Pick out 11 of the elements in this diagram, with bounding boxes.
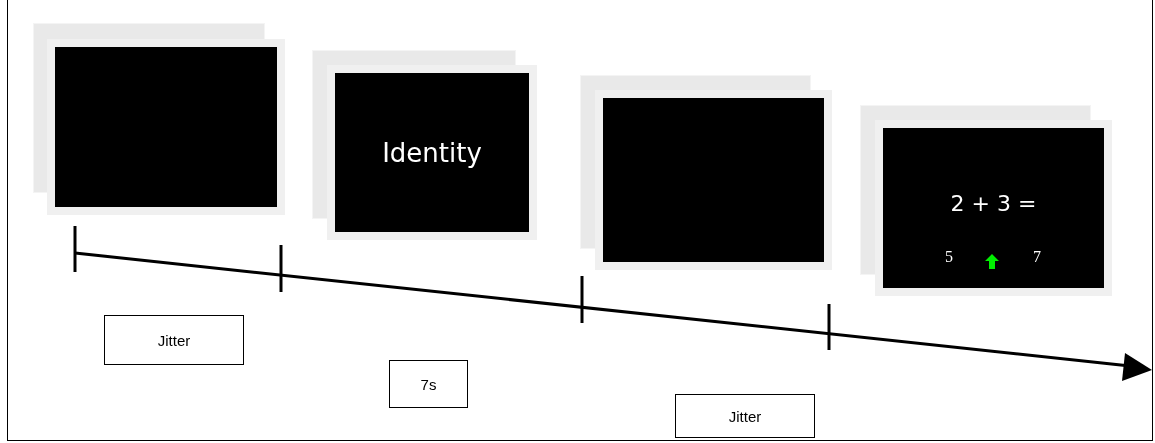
answer-option: 7 <box>1033 248 1041 266</box>
answer-option: 5 <box>945 248 953 266</box>
screen-panel <box>327 65 537 240</box>
screen-panel <box>47 39 285 215</box>
duration-label: Jitter <box>104 315 244 365</box>
duration-label: 7s <box>389 360 468 408</box>
duration-label: Jitter <box>675 394 815 438</box>
screen-panel <box>595 90 832 270</box>
screen-panel <box>875 120 1112 296</box>
screen-text: Identity <box>381 136 483 170</box>
screen-text: 2 + 3 = <box>949 189 1038 218</box>
